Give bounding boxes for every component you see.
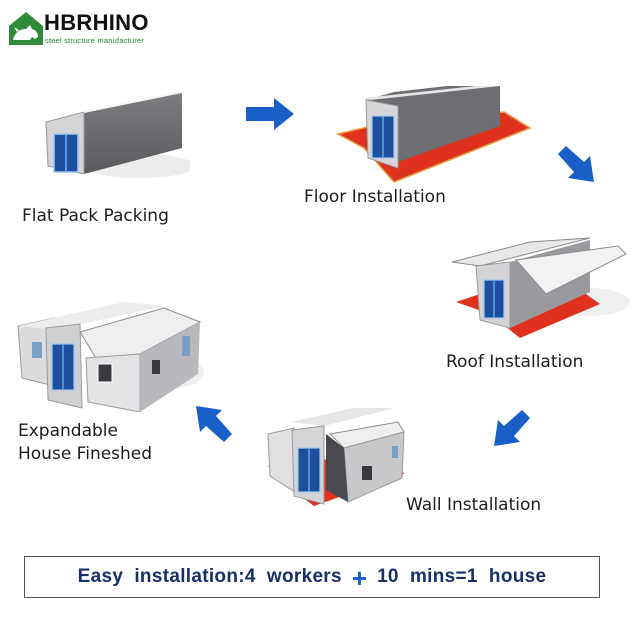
container-with-walls-icon: [267, 408, 405, 506]
folded-container-icon: [45, 91, 190, 178]
installation-summary-banner: Easy installation:4 workers + 10 mins=1 …: [24, 556, 600, 598]
rhino-house-icon: [9, 12, 43, 45]
container-with-floor-icon: [335, 86, 532, 183]
container-with-roof-icon: [451, 237, 630, 338]
step-label-floor: Floor Installation: [304, 187, 446, 207]
brand-name: HBRHINO: [44, 10, 149, 35]
banner-left-text: Easy installation:4 workers: [77, 566, 342, 587]
step-label-wall: Wall Installation: [406, 495, 542, 515]
step-label-flat-pack: Flat Pack Packing: [22, 206, 169, 226]
logo: [8, 10, 158, 50]
finished-house-icon: [17, 302, 204, 412]
arrow-down-right-icon: [558, 146, 594, 182]
step-label-finished-line1: Expandable: [18, 421, 118, 441]
arrow-up-left-icon: [196, 406, 232, 442]
arrow-right-icon: [246, 98, 294, 130]
step-label-finished-line2: House Fineshed: [18, 444, 153, 464]
step-label-roof: Roof Installation: [446, 352, 584, 372]
banner-right-text: 10 mins=1 house: [377, 566, 547, 587]
plus-icon: +: [351, 563, 368, 593]
arrow-down-left-icon: [494, 410, 530, 446]
brand-tagline: steel structure manufacturer: [45, 36, 144, 45]
